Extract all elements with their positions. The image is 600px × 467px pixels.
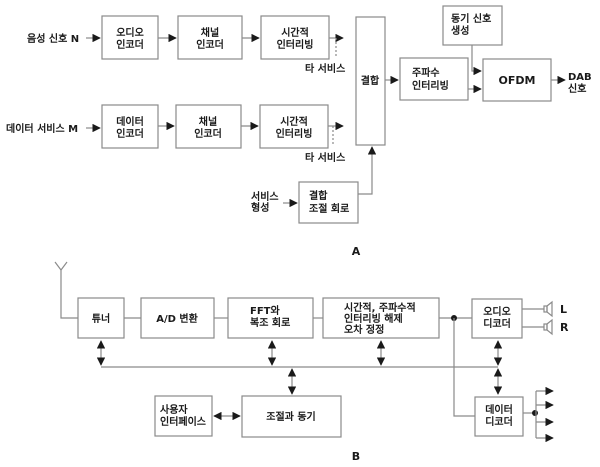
deinterleave-box	[322, 297, 440, 339]
dab-output-label-2: 신호	[568, 82, 586, 95]
time-interleaving-1-label-1: 시간적	[281, 26, 309, 39]
user-interface-box	[154, 395, 213, 437]
deinterleave-label-2: 인터리빙 해제	[344, 312, 403, 325]
freq-interleaving-label-1: 주파수	[412, 66, 440, 79]
tuner-label: 튜너	[92, 312, 110, 325]
freq-interleaving-box	[399, 57, 469, 101]
multiplex-control-label-1: 결합	[309, 189, 328, 202]
diagram-a: 음성 신호 N 오디오 인코더 채널 인코더 시간적 인터리빙 타 서비스 데이…	[6, 5, 592, 258]
data-decoder-label-2: 디코더	[485, 415, 513, 428]
audio-decoder-label-1: 오디오	[483, 305, 511, 318]
other-services-label-2: 타 서비스	[305, 151, 345, 164]
diagram-b-label: B	[352, 450, 360, 463]
fft-label-2: 복조 회로	[250, 316, 290, 329]
data-decoder-box	[474, 396, 524, 437]
multiplex-control-label-2: 조절 회로	[309, 202, 349, 215]
freq-interleaving-label-2: 인터리빙	[412, 79, 449, 92]
data-service-input-label: 데이터 서비스 M	[6, 122, 78, 135]
control-sync-label: 조절과 동기	[266, 410, 315, 423]
channel-encoder-2-label-1: 채널	[199, 115, 217, 128]
speaker-right-label: R	[560, 321, 569, 334]
control-sync-box	[241, 395, 342, 438]
data-encoder-label-2: 인코더	[116, 127, 144, 140]
service-formation-label-1: 서비스	[251, 190, 279, 203]
audio-encoder-label-1: 오디오	[116, 26, 144, 39]
fft-demod-box	[227, 297, 314, 339]
channel-encoder-1-label-1: 채널	[201, 26, 219, 39]
service-formation-label-2: 형성	[251, 201, 269, 214]
user-interface-label-1: 사용자	[160, 403, 188, 416]
sync-gen-label-2: 생성	[451, 24, 469, 37]
channel-encoder-box-2	[175, 104, 242, 149]
data-encoder-label-1: 데이터	[116, 115, 144, 128]
time-interleaving-box-1	[260, 15, 330, 60]
data-encoder-box	[101, 104, 159, 149]
channel-encoder-2-label-2: 인코더	[194, 127, 222, 140]
antenna-icon	[54, 261, 78, 319]
channel-encoder-box-1	[177, 15, 243, 60]
arrow-control-to-mux	[358, 146, 377, 195]
tuner-box	[77, 297, 125, 339]
sync-gen-label-1: 동기 신호	[451, 12, 491, 25]
audio-signal-input-label: 음성 신호 N	[27, 32, 79, 45]
speaker-right-icon	[543, 318, 553, 336]
diagram-b: 튜너 A/D 변환 FFT와 복조 회로 시간적, 주파수적 인터리빙 해제 오…	[54, 261, 569, 463]
diagram-a-label: A	[352, 245, 361, 258]
multiplexer-label: 결합	[361, 74, 380, 87]
dab-output-label-1: DAB	[568, 72, 592, 83]
user-interface-label-2: 인터페이스	[160, 415, 206, 428]
adc-box	[140, 297, 215, 339]
ofdm-label: OFDM	[499, 74, 536, 87]
time-interleaving-1-label-2: 인터리빙	[277, 38, 314, 51]
multiplexer-box	[355, 16, 386, 146]
channel-encoder-1-label-2: 인코더	[196, 38, 224, 51]
other-services-label-1: 타 서비스	[305, 62, 345, 75]
multiplex-control-box	[298, 181, 359, 224]
deinterleave-label-1: 시간적, 주파수적	[344, 301, 416, 314]
deinterleave-label-3: 오차 정정	[344, 323, 384, 336]
audio-decoder-box	[471, 298, 523, 339]
arrow-sync-to-ofdm	[471, 45, 482, 76]
data-decoder-label-1: 데이터	[485, 403, 513, 416]
time-interleaving-box-2	[259, 104, 329, 149]
audio-encoder-label-2: 인코더	[116, 38, 144, 51]
audio-decoder-label-2: 디코더	[483, 317, 511, 330]
speaker-left-icon	[543, 300, 553, 318]
data-out-junction-dot	[532, 410, 538, 416]
time-interleaving-2-label-1: 시간적	[280, 115, 308, 128]
link-to-data-decoder	[453, 318, 475, 417]
time-interleaving-2-label-2: 인터리빙	[276, 127, 313, 140]
fft-label-1: FFT와	[250, 305, 280, 317]
speaker-left-label: L	[560, 303, 567, 316]
adc-label: A/D 변환	[156, 312, 198, 325]
